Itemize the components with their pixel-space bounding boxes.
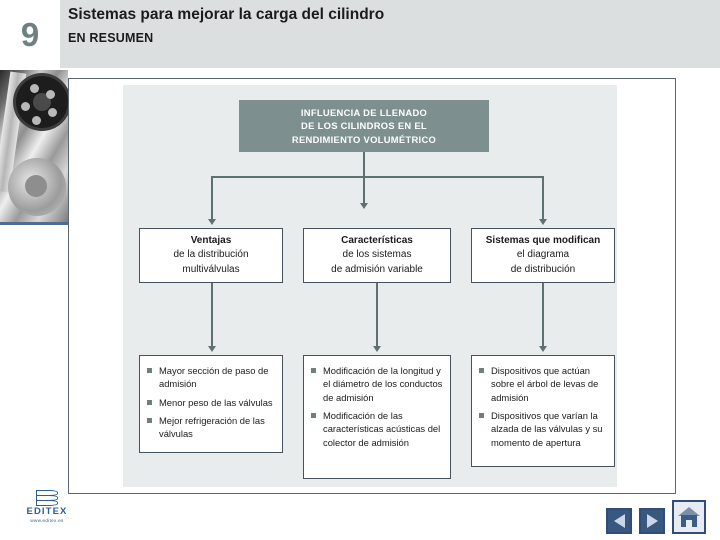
prev-button[interactable] xyxy=(606,508,632,534)
home-icon-door xyxy=(686,520,692,527)
mid-box-3-heading: Sistemas que modifican xyxy=(485,235,601,247)
home-icon xyxy=(678,507,700,527)
bottom-box-1-list: Mayor sección de paso de admisión Menor … xyxy=(146,364,275,441)
arrowhead-to-mid-3 xyxy=(539,219,547,225)
pulley-hole xyxy=(48,108,57,117)
list-item: Mejor refrigeración de las válvulas xyxy=(146,414,275,441)
connector-mid-3-to-bottom xyxy=(542,283,544,347)
photo-accent-bar xyxy=(0,222,68,225)
navigation-controls xyxy=(606,500,706,534)
bottom-box-2-list: Modificación de la longitud y el diámetr… xyxy=(310,364,443,449)
diagram-bottom-box-3: Dispositivos que actúan sobre el árbol d… xyxy=(471,355,615,467)
home-icon-roof xyxy=(678,507,700,516)
header-divider xyxy=(0,68,720,70)
diagram-title-line-2: DE LOS CILINDROS EN EL xyxy=(301,120,427,132)
arrowhead-to-mid-1 xyxy=(208,219,216,225)
mid-box-2-line-2: de admisión variable xyxy=(331,263,423,275)
connector-branch-right xyxy=(542,176,544,220)
mid-box-1-line-1: de la distribución xyxy=(173,249,249,261)
book-icon xyxy=(36,490,58,506)
home-button[interactable] xyxy=(672,500,706,534)
chevron-right-icon xyxy=(646,514,658,528)
page-subtitle: EN RESUMEN xyxy=(68,30,154,45)
crankshaft-pulley-shape xyxy=(8,158,66,216)
pulley-hole xyxy=(21,102,30,111)
mid-box-2-heading: Características xyxy=(341,235,413,247)
list-item: Modificación de la longitud y el diámetr… xyxy=(310,364,443,404)
list-item: Dispositivos que varían la alzada de las… xyxy=(478,409,607,449)
connector-title-stem xyxy=(363,152,365,176)
header-text-group: Sistemas para mejorar la carga del cilin… xyxy=(68,6,714,45)
connector-mid-2-to-bottom xyxy=(376,283,378,347)
chapter-number: 9 xyxy=(20,15,40,53)
connector-branch-left xyxy=(211,176,213,220)
editex-logo: EDITEX www.editex.es xyxy=(14,490,80,532)
diagram-bottom-box-1: Mayor sección de paso de admisión Menor … xyxy=(139,355,283,453)
arrowhead-to-bottom-2 xyxy=(373,346,381,352)
mid-box-1-heading: Ventajas xyxy=(190,235,232,247)
arrowhead-to-mid-2 xyxy=(360,203,368,209)
list-item: Menor peso de las válvulas xyxy=(146,396,275,409)
bottom-box-3-list: Dispositivos que actúan sobre el árbol d… xyxy=(478,364,607,449)
chapter-number-box: 9 xyxy=(0,0,60,68)
diagram-mid-box-2: Características de los sistemas de admis… xyxy=(303,228,451,283)
list-item: Dispositivos que actúan sobre el árbol d… xyxy=(478,364,607,404)
mid-box-2-line-1: de los sistemas xyxy=(342,249,412,261)
connector-horizontal-bus xyxy=(211,176,544,178)
diagram-title-box: INFLUENCIA DE LLENADO DE LOS CILINDROS E… xyxy=(239,100,489,152)
page-header: 9 Sistemas para mejorar la carga del cil… xyxy=(0,0,720,68)
pulley-hole xyxy=(30,84,39,93)
chevron-left-icon xyxy=(613,514,625,528)
pulley-hole xyxy=(32,116,41,125)
diagram-title-line-1: INFLUENCIA DE LLENADO xyxy=(300,106,428,118)
mid-box-1-line-2: multiválvulas xyxy=(182,263,240,275)
diagram-mid-box-3: Sistemas que modifican el diagrama de di… xyxy=(471,228,615,283)
list-item: Modificación de las características acús… xyxy=(310,409,443,449)
diagram-bottom-box-2: Modificación de la longitud y el diámetr… xyxy=(303,355,451,479)
pulley-hole xyxy=(46,90,55,99)
diagram-title-line-3: RENDIMIENTO VOLUMÉTRICO xyxy=(291,133,437,145)
engine-timing-belt-photo xyxy=(0,70,68,222)
list-item: Mayor sección de paso de admisión xyxy=(146,364,275,391)
content-frame: INFLUENCIA DE LLENADO DE LOS CILINDROS E… xyxy=(68,78,676,494)
connector-mid-1-to-bottom xyxy=(211,283,213,347)
diagram-panel: INFLUENCIA DE LLENADO DE LOS CILINDROS E… xyxy=(123,85,617,487)
book-page xyxy=(36,500,58,506)
page-title: Sistemas para mejorar la carga del cilin… xyxy=(68,6,385,23)
arrowhead-to-bottom-1 xyxy=(208,346,216,352)
connector-branch-center xyxy=(363,176,365,204)
diagram-mid-box-1: Ventajas de la distribución multiválvula… xyxy=(139,228,283,283)
arrowhead-to-bottom-3 xyxy=(539,346,547,352)
logo-name: EDITEX xyxy=(26,506,68,517)
mid-box-3-line-2: de distribución xyxy=(510,263,576,275)
next-button[interactable] xyxy=(639,508,665,534)
mid-box-3-line-1: el diagrama xyxy=(516,249,570,261)
logo-url: www.editex.es xyxy=(30,518,64,523)
